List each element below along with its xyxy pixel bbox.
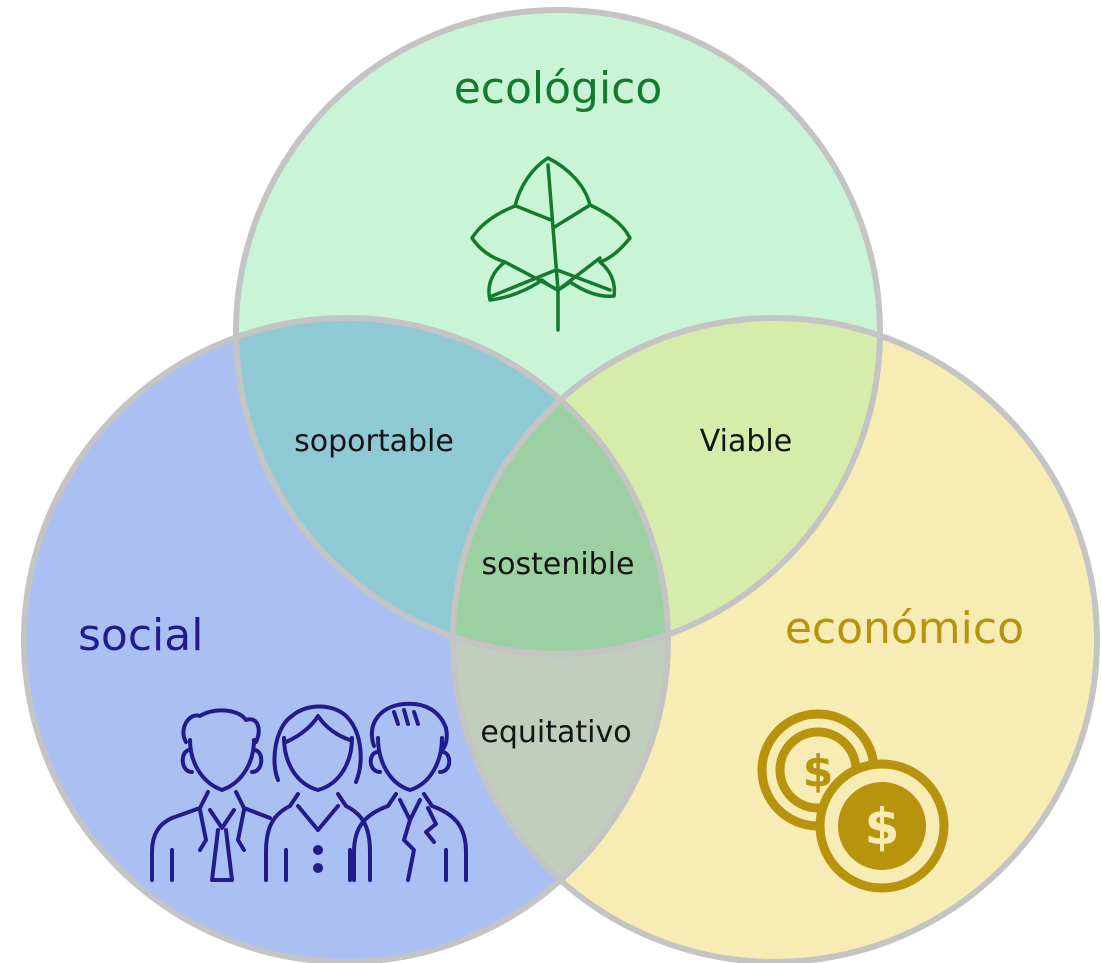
region-sostenible	[453, 318, 668, 654]
label-viable: Viable	[700, 424, 792, 459]
label-soportable: soportable	[294, 424, 454, 459]
coins-icon: $ $	[757, 709, 949, 893]
svg-text:$: $	[865, 798, 900, 856]
people-icon	[150, 701, 468, 882]
label-equitativo: equitativo	[480, 715, 631, 750]
circle-social-outline	[21, 315, 671, 963]
circle-economico-outline	[450, 315, 1100, 963]
circle-ecologico-outline	[233, 7, 883, 657]
label-ecologico: ecológico	[454, 63, 663, 114]
label-social: social	[78, 610, 203, 661]
leaf-icon	[470, 156, 632, 332]
label-economico: económico	[785, 603, 1024, 654]
label-sostenible: sostenible	[481, 547, 634, 582]
